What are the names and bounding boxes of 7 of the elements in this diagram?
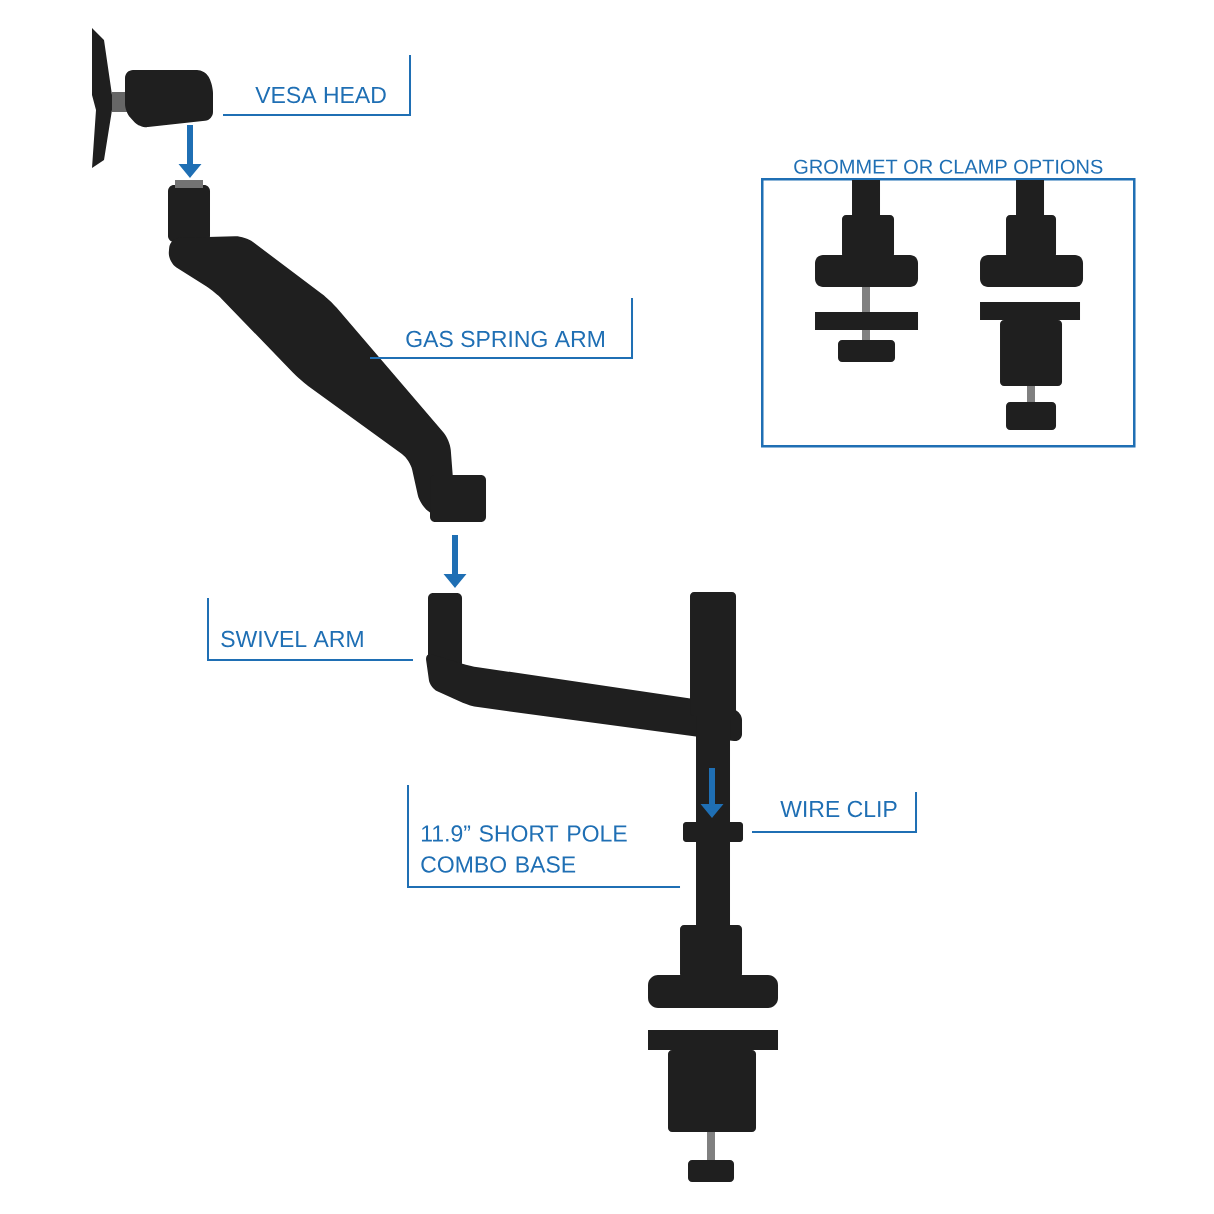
callout-label: 11.9” SHORT POLE COMBO BASE [407, 784, 681, 888]
callout-label: GAS SPRING ARM [369, 297, 633, 359]
callout-label: SWIVEL ARM [207, 597, 414, 661]
node-label: GROMMET OR CLAMP OPTIONS [794, 159, 1103, 174]
inset-box: GROMMET OR CLAMP OPTIONS [761, 159, 1136, 448]
callout-label: VESA HEAD [222, 54, 411, 116]
callout-label: WIRE CLIP [751, 791, 917, 833]
